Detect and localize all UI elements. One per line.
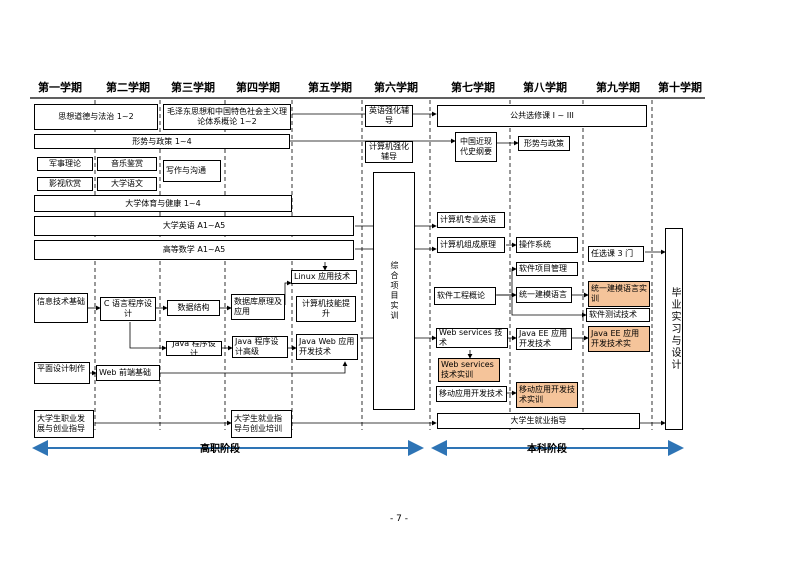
stage-undergraduate: 本科阶段 (527, 444, 567, 455)
course-math: 高等数学 A1~A5 (34, 240, 354, 260)
course-career: 大学生职业发展与创业指导 (34, 410, 94, 438)
course-sw-engineering: 软件工程概论 (434, 287, 496, 305)
course-mao: 毛泽东思想和中国特色社会主义理论体系概论 1~2 (163, 104, 291, 130)
course-computer-tutor: 计算机强化辅导 (365, 141, 413, 163)
course-web-services: Web services 技术 (436, 328, 508, 348)
course-computer-skill: 计算机技能提升 (296, 296, 356, 322)
course-policy2: 形势与政策 (518, 136, 570, 151)
course-pe: 大学体育与健康 1~4 (34, 195, 292, 212)
course-java: Java 程序设计 (166, 341, 222, 356)
course-employment: 大学生就业指导与创业培训 (231, 410, 292, 438)
course-mobile: 移动应用开发技术 (436, 386, 507, 402)
course-project-mgmt: 软件项目管理 (516, 262, 578, 276)
course-organization: 计算机组成原理 (437, 237, 505, 253)
course-os: 操作系统 (516, 237, 578, 253)
course-java-ee-practice: Java EE 应用开发技术实 (588, 326, 650, 352)
page-number: - 7 - (390, 514, 408, 524)
course-film: 影视欣赏 (37, 177, 93, 191)
term-10: 第十学期 (658, 81, 702, 94)
course-java-ee: Java EE 应用开发技术 (516, 328, 572, 350)
course-mobile-practice: 移动应用开发技术实训 (516, 382, 578, 408)
course-sw-testing: 软件测试技术 (586, 308, 650, 322)
term-2: 第二学期 (106, 81, 150, 94)
course-policy: 形势与政策 1~4 (34, 134, 290, 149)
course-graphic: 平面设计制作 (34, 362, 90, 384)
course-java-web: Java Web 应用开发技术 (296, 334, 358, 360)
term-5: 第五学期 (308, 81, 352, 94)
course-practice: 综合项目实训 (373, 172, 415, 410)
course-linux: Linux 应用技术 (291, 270, 357, 284)
course-writing: 写作与沟通 (163, 160, 221, 182)
course-c-lang: C 语言程序设计 (100, 297, 156, 321)
course-music: 音乐鉴赏 (97, 157, 157, 171)
course-modern-history: 中国近现代史纲要 (455, 132, 497, 162)
course-graduation: 毕业实习与设计 (665, 228, 683, 430)
term-8: 第八学期 (523, 81, 567, 94)
stage-vocational: 高职阶段 (200, 444, 240, 455)
course-english-tutor: 英语强化辅导 (365, 105, 413, 127)
term-9: 第九学期 (596, 81, 640, 94)
course-elective3: 任选课 3 门 (588, 246, 644, 262)
course-english: 大学英语 A1~A5 (34, 216, 354, 236)
course-uml: 统一建模语言 (516, 287, 572, 303)
course-db: 数据库原理及应用 (231, 294, 285, 320)
course-ws-practice: Web services 技术实训 (438, 358, 500, 382)
course-morality: 思想道德与法治 1~2 (34, 104, 158, 130)
term-6: 第六学期 (374, 81, 418, 94)
term-7: 第七学期 (451, 81, 495, 94)
course-web-front: Web 前端基础 (96, 365, 160, 381)
course-it-basic: 信息技术基础 (34, 293, 88, 323)
course-military: 军事理论 (37, 157, 93, 171)
course-uml-practice: 统一建模语言实训 (588, 281, 650, 307)
course-public-elective: 公共选修课 I ~ III (437, 105, 647, 127)
term-3: 第三学期 (171, 81, 215, 94)
course-employment2: 大学生就业指导 (437, 413, 640, 429)
term-1: 第一学期 (38, 81, 82, 94)
course-cs-english: 计算机专业英语 (437, 212, 505, 228)
course-java-adv: Java 程序设计高级 (232, 336, 288, 358)
course-data-struct: 数据结构 (167, 300, 220, 316)
course-chinese: 大学语文 (97, 177, 157, 191)
term-4: 第四学期 (236, 81, 280, 94)
